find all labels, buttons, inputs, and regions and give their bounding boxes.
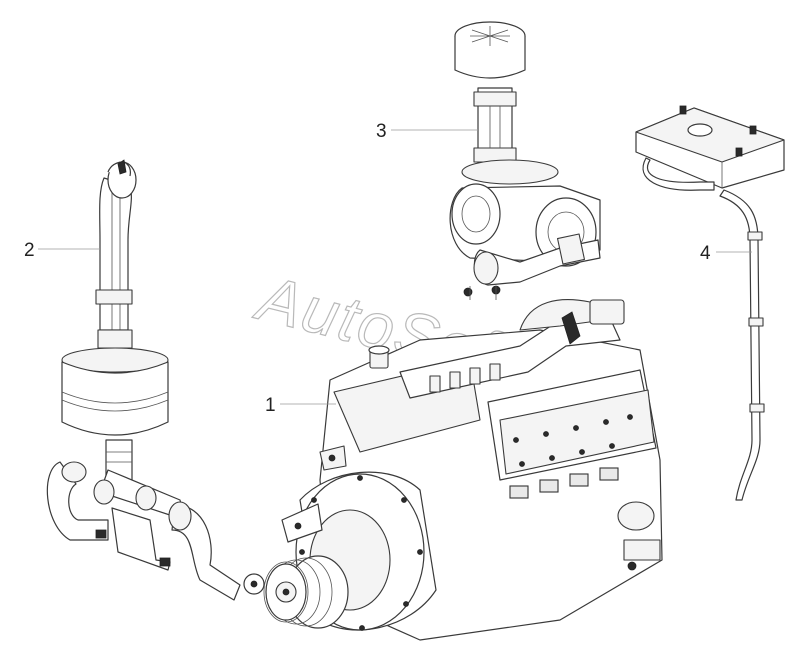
callout-2: 2 [24,240,100,261]
part-1-engine [263,299,663,641]
part-3-air-cleaner-top [449,21,601,300]
flywheel-housing-bolts [299,475,423,631]
callout-3: 3 [376,121,478,142]
callout-4: 4 [700,243,752,264]
valve-cover-bolts [513,414,633,467]
callout-1: 1 [265,395,336,416]
callout-2-label: 2 [24,240,35,261]
crank-pulley [263,555,349,629]
exhaust-ports [509,467,619,499]
injector-row [429,363,501,393]
callout-4-label: 4 [700,243,711,264]
callout-1-label: 1 [265,395,276,416]
callout-3-label: 3 [376,121,387,142]
part-2-air-cleaner-left [46,159,265,601]
part-4-tank-and-pipe [635,105,785,501]
